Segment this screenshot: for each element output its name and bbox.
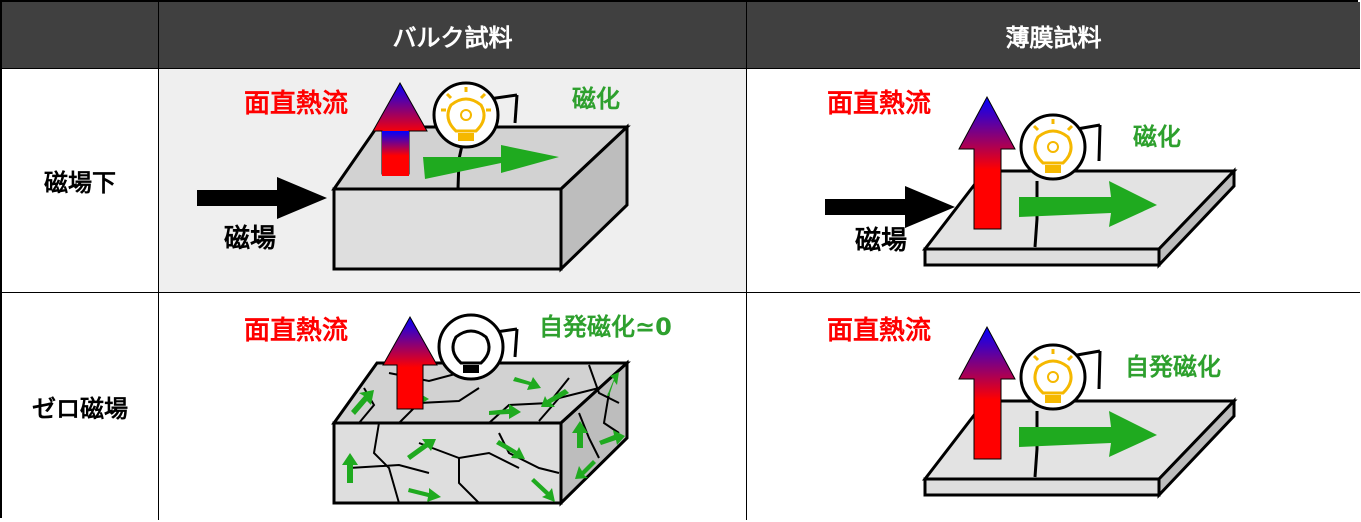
magnetization-arrow — [423, 145, 559, 179]
lightbulb-lit-icon — [432, 81, 519, 149]
magnetization-label: 磁化 — [572, 85, 620, 113]
spontaneous-label: 自発磁化 — [1125, 353, 1221, 381]
panel-bulk-field: 面直熱流 磁化 磁場 — [159, 69, 747, 293]
magnetic-field-arrow — [197, 177, 327, 219]
header-film: 薄膜試料 — [747, 2, 1360, 69]
header-corner — [2, 2, 159, 69]
lightbulb-lit-icon — [1019, 343, 1102, 411]
film-slab — [921, 397, 1238, 499]
row-label-field: 磁場下 — [2, 69, 159, 293]
panel-film-zero: 面直熱流 自発磁化 — [747, 293, 1360, 520]
heat-flow-arrow — [382, 315, 438, 410]
heat-flow-label: 面直熱流 — [244, 89, 348, 119]
magnetic-field-label: 磁場 — [224, 223, 276, 254]
heat-flow-arrow — [958, 325, 1016, 460]
header-bulk: バルク試料 — [159, 2, 747, 69]
magnetization-arrow — [1019, 411, 1157, 457]
heat-flow-label: 面直熱流 — [827, 316, 931, 346]
heat-flow-label: 面直熱流 — [244, 316, 348, 346]
panel-film-field: 面直熱流 磁化 磁場 — [747, 69, 1360, 293]
spontaneous-zero-label: 自発磁化≃0 — [539, 313, 672, 341]
magnetization-arrow — [1019, 181, 1157, 227]
panel-bulk-zero: 面直熱流 自発磁化≃0 — [159, 293, 747, 520]
heat-flow-arrow — [958, 95, 1016, 230]
row-label-zero: ゼロ磁場 — [2, 293, 159, 520]
bulk-block-domains — [331, 359, 631, 507]
domain-arrows — [342, 372, 625, 502]
bulk-block — [331, 123, 631, 273]
heat-flow-label: 面直熱流 — [827, 89, 931, 119]
magnetization-label: 磁化 — [1133, 123, 1181, 151]
lightbulb-lit-icon — [1019, 113, 1102, 181]
lightbulb-off-icon — [437, 313, 519, 381]
film-slab — [921, 167, 1238, 269]
magnetic-field-arrow — [825, 186, 955, 228]
magnetic-field-label: 磁場 — [855, 225, 907, 256]
